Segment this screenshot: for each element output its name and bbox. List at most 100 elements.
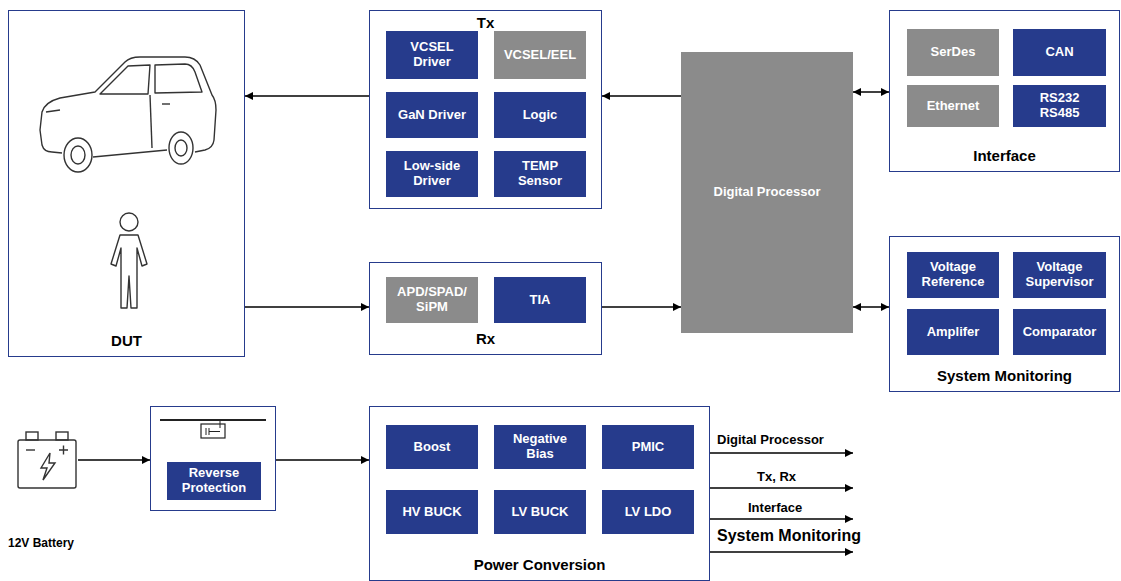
component-label: CAN xyxy=(1045,45,1073,60)
car-wheel xyxy=(169,132,193,164)
component-box: TIA xyxy=(494,277,586,323)
component-label: Voltage Supervisor xyxy=(1019,260,1100,289)
component-box: Logic xyxy=(494,92,586,138)
group-title: Tx xyxy=(477,14,495,32)
car-window xyxy=(155,64,202,93)
connector-arrow xyxy=(602,306,681,307)
component-label: VCSEL Driver xyxy=(392,40,472,69)
component-box: GaN Driver xyxy=(386,92,478,138)
component-box: RS232 RS485 xyxy=(1013,85,1106,127)
mosfet-gate xyxy=(206,420,220,435)
power-rail xyxy=(710,487,853,488)
component-label: GaN Driver xyxy=(398,108,466,123)
group-box: Interface SerDes CAN Ethernet RS232 RS485 xyxy=(889,10,1120,172)
group-box: Reverse Protection xyxy=(150,406,276,511)
group-title: DUT xyxy=(111,332,142,350)
car-illustration xyxy=(40,57,216,172)
component-box: VCSEL/EEL xyxy=(494,31,586,79)
component-label: LV LDO xyxy=(625,505,672,520)
component-label: Amplifer xyxy=(927,325,980,340)
component-label: SerDes xyxy=(931,45,976,60)
power-rail xyxy=(710,518,853,519)
component-box: SerDes xyxy=(907,29,999,76)
component-box: Voltage Supervisor xyxy=(1013,252,1106,298)
component-label: Ethernet xyxy=(927,99,980,114)
group-title: Rx xyxy=(476,330,495,348)
battery-body xyxy=(18,440,76,488)
group-box: System Monitoring Voltage Reference Voltag… xyxy=(889,236,1120,392)
component-label: APD/SPAD/ SiPM xyxy=(392,285,472,314)
component-label: PMIC xyxy=(632,440,665,455)
group-box: RxAPD/SPAD/ SiPM TIA xyxy=(369,262,602,355)
lightning-bolt xyxy=(41,453,55,480)
component-label: Reverse Protection xyxy=(173,466,255,495)
car-hub xyxy=(71,146,85,164)
battery-terminal xyxy=(26,432,38,440)
battery-terminal xyxy=(56,432,68,440)
group-box: Power Conversion Boost Negative Bias PMIC HV… xyxy=(369,406,710,581)
component-box: Amplifer xyxy=(907,309,999,355)
battery-wire xyxy=(78,459,150,460)
component-box: PMIC xyxy=(602,425,694,469)
component-box: LV BUCK xyxy=(494,490,586,534)
component-label: Boost xyxy=(414,440,451,455)
component-box: Comparator xyxy=(1013,309,1106,355)
component-box: APD/SPAD/ SiPM xyxy=(386,277,478,323)
component-box: LV LDO xyxy=(602,490,694,534)
car-wheel xyxy=(64,138,92,172)
connector-arrow xyxy=(245,306,369,307)
component-label: Digital Processor xyxy=(714,185,821,200)
component-box: Low-side Driver xyxy=(386,151,478,197)
power-rail xyxy=(710,551,853,552)
car-body xyxy=(40,130,62,153)
car-window xyxy=(100,65,150,94)
mosfet-symbol xyxy=(160,420,266,438)
plus-sign xyxy=(59,446,68,455)
component-box: Reverse Protection xyxy=(167,462,261,500)
connector-arrow xyxy=(853,91,889,92)
minus-sign xyxy=(26,449,35,450)
power-rail xyxy=(710,452,853,453)
component-label: HV BUCK xyxy=(402,505,461,520)
group-box: TxVCSEL Driver VCSEL/EEL GaN Driver LogicLo… xyxy=(369,10,602,209)
rail-label: Interface xyxy=(748,500,802,515)
component-box: Voltage Reference xyxy=(907,252,999,298)
connector-arrow xyxy=(276,459,369,460)
battery-label: 12V Battery xyxy=(8,536,74,550)
component-label: VCSEL/EEL xyxy=(504,48,576,63)
rail-label: System Monitoring xyxy=(717,527,861,545)
component-box: Negative Bias xyxy=(494,425,586,469)
person-body xyxy=(111,235,147,308)
component-box: CAN xyxy=(1013,29,1106,76)
component-label: Negative Bias xyxy=(500,432,580,461)
component-label: TEMP Sensor xyxy=(500,159,580,188)
component-label: Low-side Driver xyxy=(392,159,472,188)
car-sill xyxy=(93,150,167,157)
car-headlight xyxy=(46,110,60,112)
component-box: Ethernet xyxy=(907,85,999,127)
connector-arrow xyxy=(245,95,369,96)
group-box: DUT xyxy=(8,10,245,357)
component-label: Logic xyxy=(523,108,558,123)
component-label: TIA xyxy=(530,293,551,308)
person-head xyxy=(120,213,138,231)
component-label: LV BUCK xyxy=(512,505,569,520)
group-title: System Monitoring xyxy=(937,367,1072,385)
rail-label: Digital Processor xyxy=(717,432,824,447)
car-handle xyxy=(162,103,170,104)
component-box: HV BUCK xyxy=(386,490,478,534)
component-box: Boost xyxy=(386,425,478,469)
power-line xyxy=(160,419,266,421)
connector-arrow xyxy=(853,306,889,307)
car-door-line xyxy=(150,95,152,148)
component-label: RS232 RS485 xyxy=(1019,91,1100,120)
battery-symbol xyxy=(18,432,76,488)
component-label: Voltage Reference xyxy=(913,260,993,289)
car-hub xyxy=(175,140,187,156)
processor-box: Digital Processor xyxy=(681,52,853,333)
group-title: Power Conversion xyxy=(474,556,606,574)
component-box: VCSEL Driver xyxy=(386,31,478,79)
rail-label: Tx, Rx xyxy=(757,469,796,484)
group-title: Interface xyxy=(973,147,1036,165)
